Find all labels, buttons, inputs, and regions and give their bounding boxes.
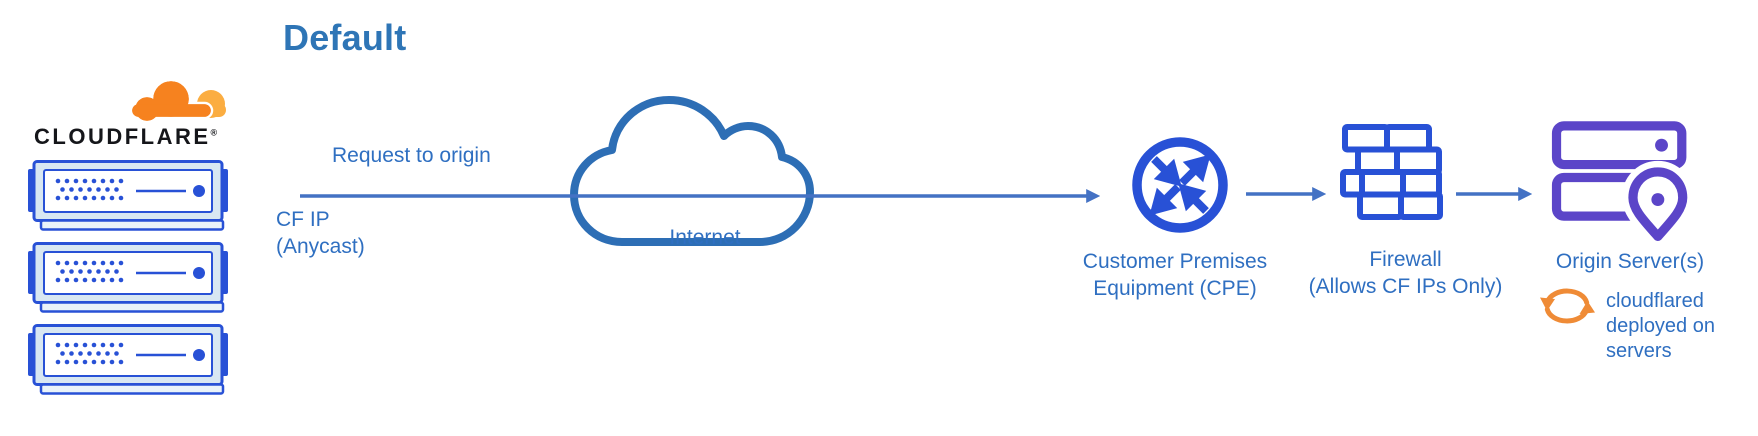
cpe-label: Customer Premises Equipment (CPE) [1040,248,1310,302]
cloudflare-logo: CLOUDFLARE® [28,76,230,154]
cloudflared-note-line1: cloudflared [1606,290,1704,312]
cloudflared-note-line2: deployed on [1606,315,1715,337]
firewall-brick-icon [1340,124,1443,220]
anycast-line: (Anycast) [276,235,365,258]
firewall-label-line1: Firewall [1369,248,1442,271]
cf-ip-line: CF IP [276,208,330,231]
cpe-label-line1: Customer Premises [1082,250,1268,273]
sync-arrows-icon [1540,288,1595,324]
cloudflare-server-icon-1 [28,160,228,231]
internet-label: Internet [669,226,741,249]
cpe-label-line2: Equipment (CPE) [1093,277,1257,300]
origin-server-label: Origin Server(s) [1555,250,1705,273]
cpe-router-icon [1132,137,1228,233]
trademark-mark: ® [210,127,218,138]
cloudflare-server-icon-2 [28,242,228,313]
firewall-label: Firewall (Allows CF IPs Only) [1288,246,1523,300]
internet-cloud-icon [570,96,814,246]
diagram-title: Default [283,17,407,58]
cloudflare-cloud-icon [129,78,226,124]
firewall-label-line2: (Allows CF IPs Only) [1308,275,1503,298]
cloudflare-server-icon-3 [28,324,228,395]
cf-ip-anycast-label: CF IP (Anycast) [276,206,365,260]
cloudflared-note-line3: servers [1606,340,1672,362]
origin-server-icon [1551,121,1691,246]
request-to-origin-label: Request to origin [332,144,491,167]
cloudflared-note: cloudflared deployed on servers [1606,289,1715,364]
cloudflare-wordmark: CLOUDFLARE® [34,124,218,149]
